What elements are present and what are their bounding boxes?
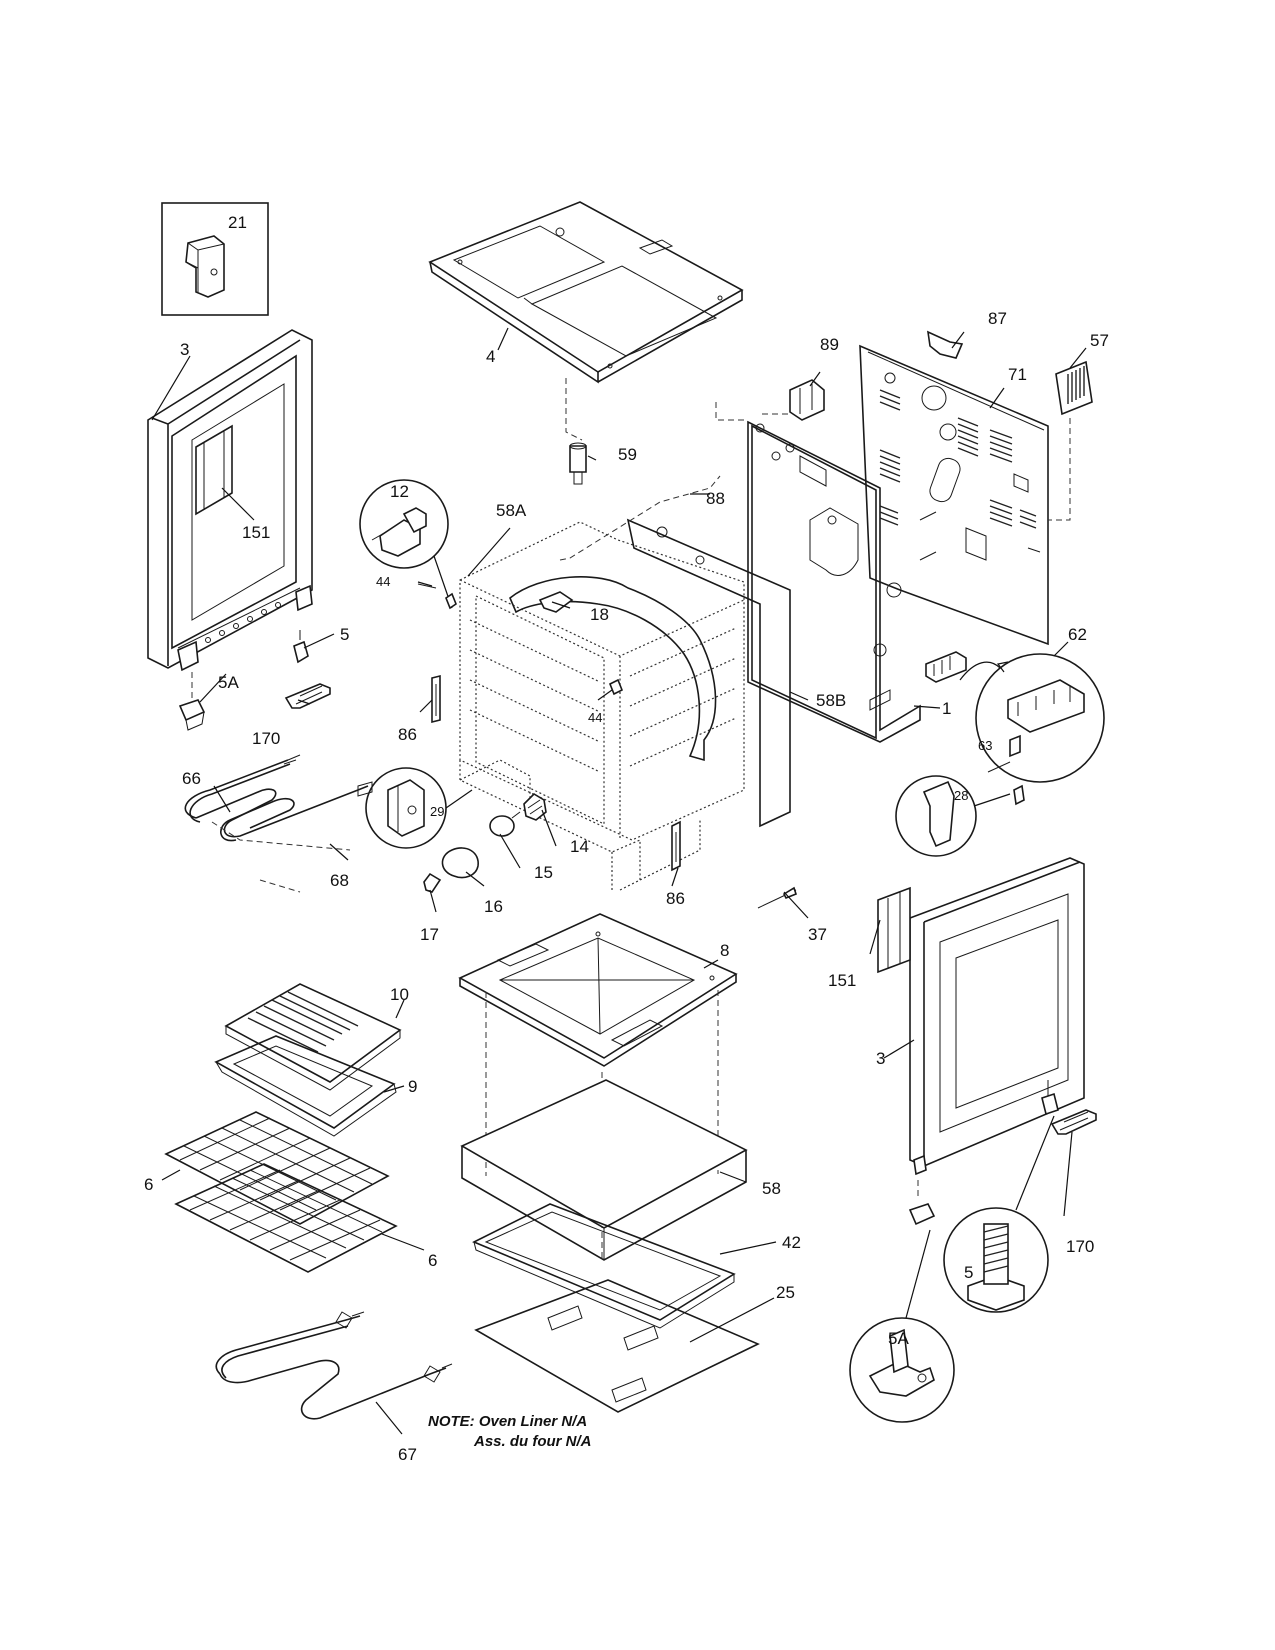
- broil-element: [184, 754, 373, 842]
- callout-88: 88: [706, 489, 725, 508]
- callout-5A-right: 5A: [888, 1329, 909, 1348]
- callout-151-left: 151: [242, 523, 270, 542]
- callout-5-left: 5: [340, 625, 349, 644]
- callout-68: 68: [330, 871, 349, 890]
- callout-18: 18: [590, 605, 609, 624]
- leader-lines: [151, 327, 1087, 1435]
- callout-89: 89: [820, 335, 839, 354]
- lamp-parts: [423, 792, 547, 893]
- callout-151-right: 151: [828, 971, 856, 990]
- callout-58A: 58A: [496, 501, 527, 520]
- callout-9: 9: [408, 1077, 417, 1096]
- callout-44-lower: 44: [588, 710, 602, 725]
- callout-3-right: 3: [876, 1049, 885, 1068]
- callout-71: 71: [1008, 365, 1027, 384]
- callout-4: 4: [486, 347, 495, 366]
- callout-5A-left: 5A: [218, 673, 239, 692]
- callout-58: 58: [762, 1179, 781, 1198]
- callout-58B: 58B: [816, 691, 846, 710]
- broiler-pan: [214, 983, 402, 1137]
- callout-37: 37: [808, 925, 827, 944]
- callout-86-right: 86: [666, 889, 685, 908]
- callout-6-left: 6: [144, 1175, 153, 1194]
- oven-bottom: [458, 913, 738, 1067]
- bottom-panel: [474, 1279, 760, 1413]
- rear-panel: [715, 379, 937, 743]
- note: NOTE: Oven Liner N/A Ass. du four N/A: [428, 1413, 592, 1450]
- callout-62: 62: [1068, 625, 1087, 644]
- callout-87: 87: [988, 309, 1007, 328]
- callout-3-left: 3: [180, 340, 189, 359]
- part-62-inset: [925, 641, 1105, 783]
- liner-frame: [472, 1203, 736, 1329]
- note-line-1: NOTE: Oven Liner N/A: [428, 1413, 587, 1430]
- part-21-inset: [161, 202, 269, 316]
- left-hinge-parts: [178, 630, 331, 731]
- callout-5-right: 5: [964, 1263, 973, 1282]
- part-59: [569, 442, 587, 485]
- bake-element: [215, 1311, 453, 1420]
- callout-1: 1: [942, 699, 951, 718]
- callout-28: 28: [954, 788, 968, 803]
- callout-14: 14: [570, 837, 589, 856]
- callout-42: 42: [782, 1233, 801, 1252]
- back-cover: [859, 330, 1093, 646]
- callout-86-left: 86: [398, 725, 417, 744]
- bottom-insulation: [460, 1079, 748, 1261]
- left-oven-door: [147, 329, 313, 672]
- callout-labels: 21 3 151 5 5A 170 4 59 58A 12 44 18 86 4…: [144, 213, 1109, 1464]
- callout-16: 16: [484, 897, 503, 916]
- callout-17: 17: [420, 925, 439, 944]
- callout-67: 67: [398, 1445, 417, 1464]
- callout-12: 12: [390, 482, 409, 501]
- part-12-inset: [359, 479, 453, 609]
- part-5A-inset: [849, 1229, 955, 1423]
- callout-66: 66: [182, 769, 201, 788]
- callout-29: 29: [430, 804, 444, 819]
- callout-63: 63: [978, 738, 992, 753]
- callout-21: 21: [228, 213, 247, 232]
- callout-6-right: 6: [428, 1251, 437, 1270]
- callout-57: 57: [1090, 331, 1109, 350]
- callout-44-upper: 44: [376, 574, 390, 589]
- callout-59: 59: [618, 445, 637, 464]
- part-5-inset: [943, 1115, 1055, 1313]
- part-29-inset: [365, 767, 473, 849]
- top-panel: [428, 201, 744, 384]
- callout-25: 25: [776, 1283, 795, 1302]
- callout-10: 10: [390, 985, 409, 1004]
- callout-15: 15: [534, 863, 553, 882]
- oven-cavity: [459, 518, 791, 891]
- right-oven-door: [877, 775, 1085, 1176]
- note-line-2: Ass. du four N/A: [473, 1433, 592, 1450]
- callout-8: 8: [720, 941, 729, 960]
- callout-170-left: 170: [252, 729, 280, 748]
- callout-170-right: 170: [1066, 1237, 1094, 1256]
- oven-racks: [164, 1111, 398, 1273]
